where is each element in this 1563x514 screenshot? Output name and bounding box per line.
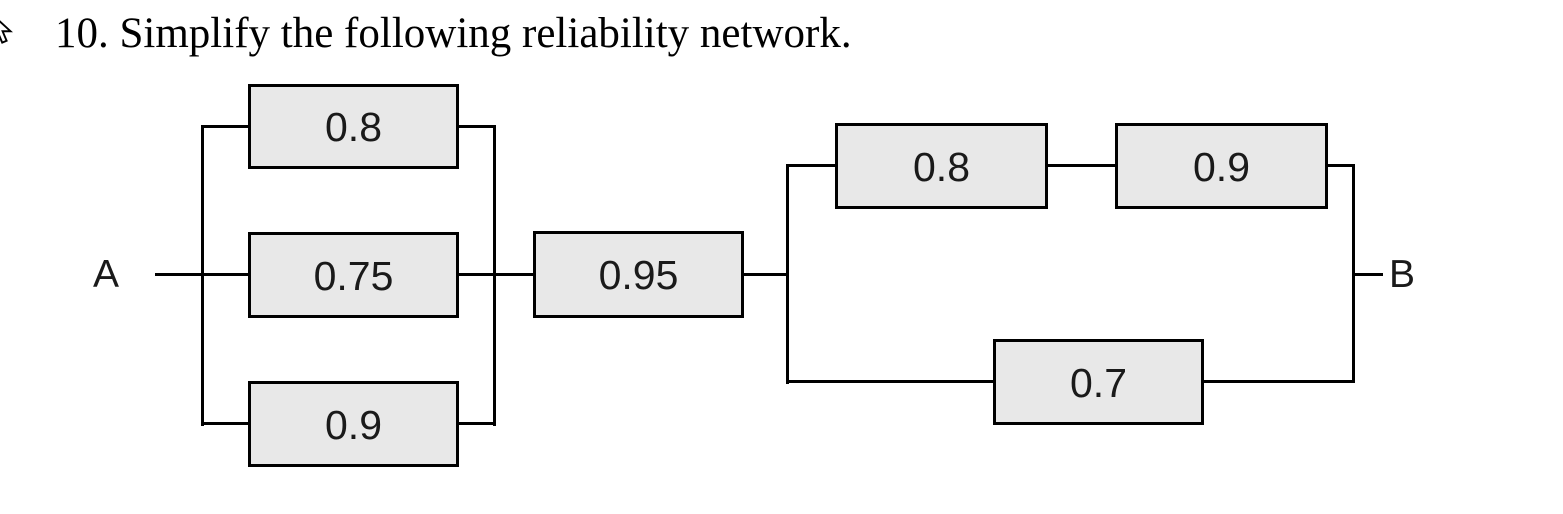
stage1-branch1-left-stub <box>201 125 248 128</box>
stage3-left-bus <box>786 164 789 384</box>
block-value: 0.9 <box>325 401 382 448</box>
stage1-left-bus <box>201 125 204 426</box>
stage3-right-bus <box>1352 164 1355 383</box>
stage2-to-stage3-connector <box>744 273 789 276</box>
block-value: 0.8 <box>913 143 970 190</box>
block-stage3-top-2: 0.9 <box>1115 123 1328 209</box>
block-stage1-branch3: 0.9 <box>248 381 459 467</box>
block-stage1-branch1: 0.8 <box>248 84 459 169</box>
stage3-bottom-right-connector <box>1204 380 1355 383</box>
connector-b-lead <box>1355 273 1383 276</box>
problem-title: 10. Simplify the following reliability n… <box>55 10 852 57</box>
node-b-label: B <box>1388 253 1415 296</box>
stage3-top-middle-connector <box>1048 164 1115 167</box>
cursor-icon <box>0 20 13 44</box>
block-value: 0.8 <box>325 104 382 150</box>
node-a-label: A <box>92 253 119 296</box>
stage1-to-stage2-connector <box>459 273 533 276</box>
stage3-top-left-stub <box>786 164 835 167</box>
block-value: 0.9 <box>1193 143 1250 190</box>
stage3-top-right-stub <box>1328 164 1355 167</box>
block-value: 0.95 <box>598 252 679 298</box>
stage1-branch1-right-stub <box>459 125 496 128</box>
block-value: 0.75 <box>313 252 394 299</box>
block-stage1-branch2: 0.75 <box>248 232 459 318</box>
stage3-bottom-left-connector <box>786 380 993 383</box>
stage1-branch3-right-stub <box>459 422 496 425</box>
block-stage3-bottom: 0.7 <box>993 339 1204 425</box>
block-value: 0.7 <box>1070 359 1127 406</box>
block-stage3-top-1: 0.8 <box>835 123 1048 209</box>
stage1-branch3-left-stub <box>201 422 248 425</box>
block-stage2-series: 0.95 <box>533 231 744 318</box>
